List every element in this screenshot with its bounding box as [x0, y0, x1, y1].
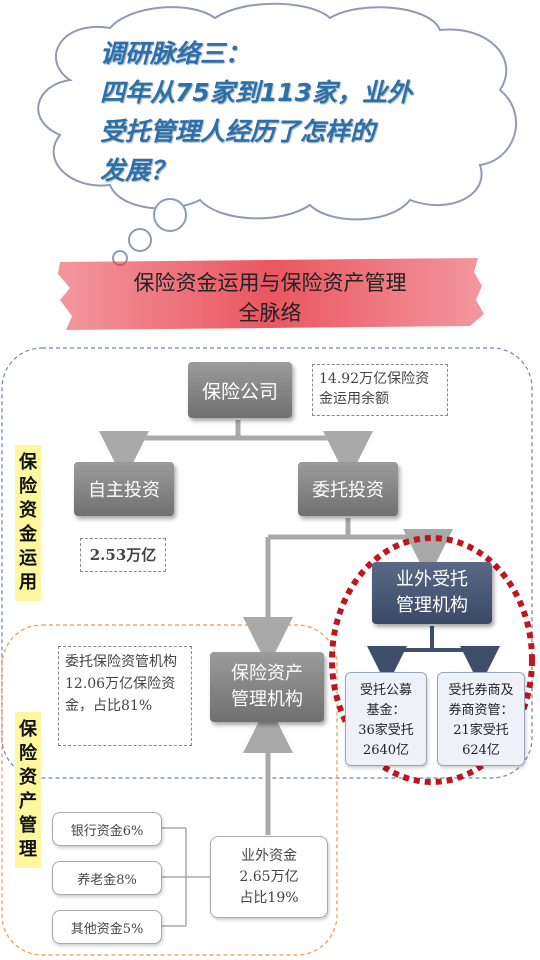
question-line-3: 受托管理人经历了怎样的: [100, 117, 376, 146]
entrusted-invest-node: 委托投资: [298, 462, 398, 516]
self-invest-label: 自主投资: [88, 480, 160, 501]
source-connectors: [160, 827, 210, 927]
banner-brush: [58, 258, 484, 330]
gray-connectors: [99, 420, 453, 835]
question-line-4: 发展？: [100, 156, 176, 185]
external-trustee-node: 业外受托 管理机构: [372, 562, 492, 624]
other-funds-box: 其他资金5%: [52, 910, 162, 944]
insurance-am-line-1: 保险资产: [231, 663, 303, 684]
insurer-node: 保险公司: [188, 362, 292, 418]
pension-funds-box: 养老金8%: [52, 861, 162, 895]
insurance-am-line-2: 管理机构: [231, 689, 303, 710]
entrusted-invest-label: 委托投资: [312, 480, 384, 501]
question-text: 调研脉络三： 四年从75家到113家，业外 受托管理人经历了怎样的 发展？: [100, 34, 500, 190]
question-line-1: 调研脉络三：: [100, 39, 251, 68]
self-invest-node: 自主投资: [74, 462, 174, 516]
thought-cloud: [37, 2, 517, 266]
broker-box: 受托券商及 券商资管： 21家受托 624亿: [437, 672, 525, 766]
insurance-am-node: 保险资产 管理机构: [210, 652, 324, 722]
asset-mgmt-region: [1, 624, 338, 956]
banner-line-2: 全脉络: [238, 301, 302, 325]
question-line-2: 四年从75家到113家，业外: [100, 78, 412, 107]
dark-connectors: [367, 626, 500, 686]
insurance-am-note: 委托保险资管机构12.06万亿保险资金，占比81%: [58, 646, 192, 746]
self-invest-note: 2.53万亿: [80, 538, 166, 572]
bank-funds-box: 银行资金6%: [52, 812, 162, 846]
external-trustee-line-1: 业外受托: [396, 569, 468, 590]
insurer-label: 保险公司: [201, 380, 278, 403]
public-fund-box: 受托公募 基金： 36家受托 2640亿: [345, 672, 427, 766]
banner-title: 保险资金运用与保险资产管理 全脉络: [70, 268, 470, 328]
insurer-balance-note: 14.92万亿保险资金运用余额: [312, 364, 448, 416]
asset-mgmt-label: 保 险 资 产 管 理: [15, 712, 41, 868]
fund-usage-label: 保 险 资 金 运 用: [15, 445, 41, 601]
external-funds-box: 业外资金 2.65万亿 占比19%: [210, 836, 328, 918]
banner-line-1: 保险资金运用与保险资产管理: [133, 271, 407, 295]
external-trustee-line-2: 管理机构: [396, 595, 468, 616]
